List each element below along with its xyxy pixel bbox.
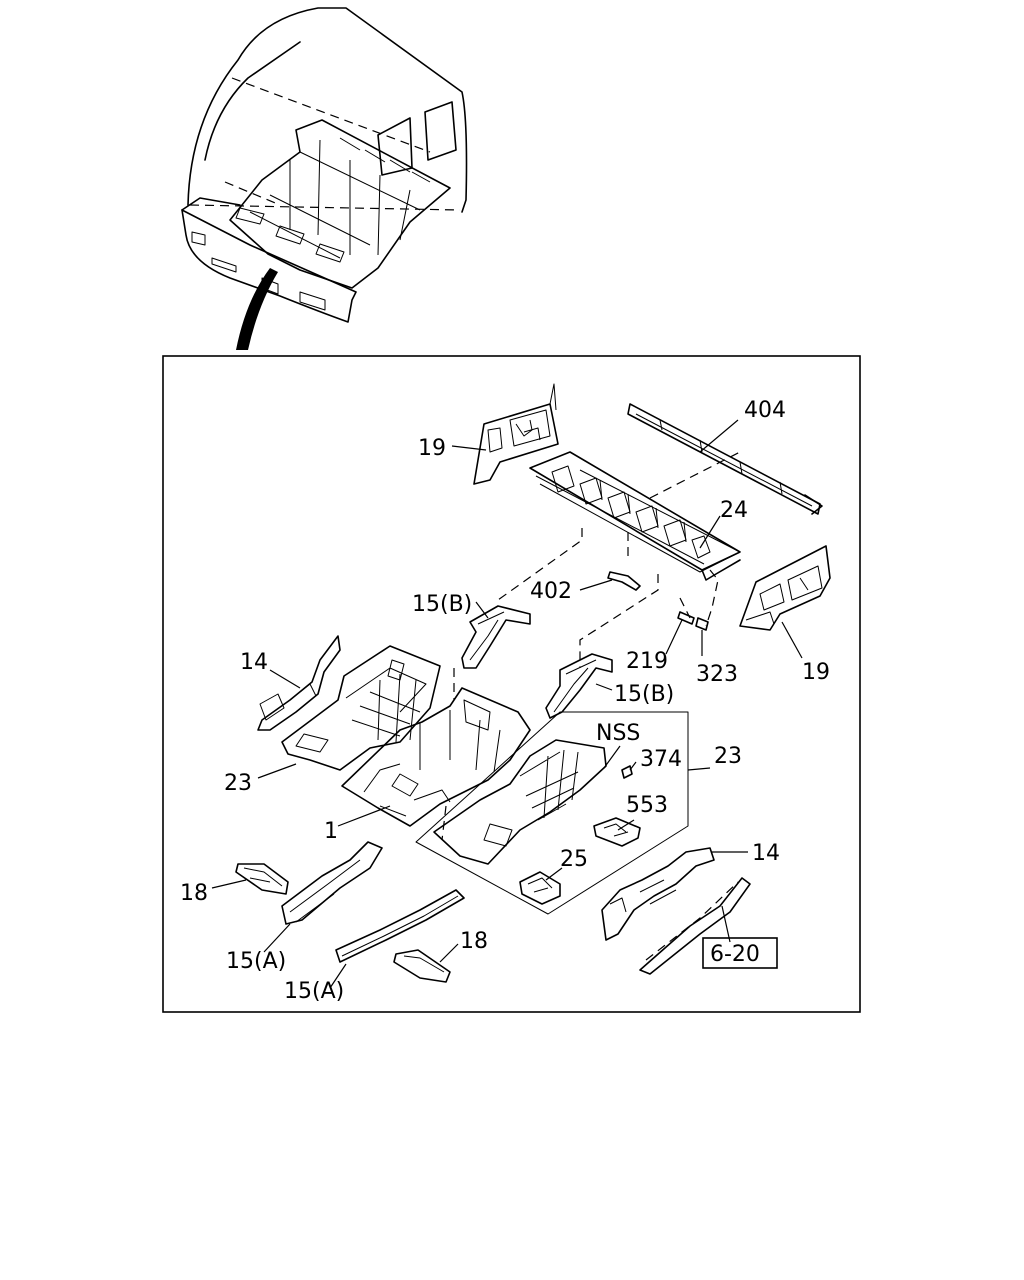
part-19-right xyxy=(739,545,831,631)
callout-19-right: 19 xyxy=(802,660,830,685)
callout-553: 553 xyxy=(626,793,668,818)
sub-frame xyxy=(415,711,689,915)
callout-24: 24 xyxy=(720,498,748,523)
callout-374: 374 xyxy=(640,747,682,772)
reference-box xyxy=(702,937,778,969)
cab-overview xyxy=(181,7,468,350)
callout-labels: 404 19 24 402 15(B) 14 219 323 19 15(B) … xyxy=(180,398,830,1004)
assembly-lines xyxy=(441,451,741,841)
part-18-bottom xyxy=(393,949,451,983)
part-24 xyxy=(529,451,741,581)
callout-14-right: 14 xyxy=(752,841,780,866)
callout-323: 323 xyxy=(696,662,738,687)
callout-23-left: 23 xyxy=(224,771,252,796)
part-374 xyxy=(621,765,633,779)
callout-19-top: 19 xyxy=(418,436,446,461)
callout-15b-left: 15(B) xyxy=(412,592,472,617)
callout-15a-bottom: 15(A) xyxy=(284,979,344,1004)
callout-18-bottom: 18 xyxy=(460,929,488,954)
part-15b-left xyxy=(461,605,531,669)
part-15b-right xyxy=(545,653,613,719)
part-402 xyxy=(607,571,641,591)
part-15a-bottom xyxy=(335,889,465,963)
callout-1: 1 xyxy=(324,819,338,844)
callout-15b-right: 15(B) xyxy=(614,682,674,707)
callout-25: 25 xyxy=(560,847,588,872)
part-18-left xyxy=(235,863,289,895)
leader-lines xyxy=(211,419,803,989)
callout-219: 219 xyxy=(626,649,668,674)
part-25 xyxy=(519,871,561,905)
part-219 xyxy=(677,611,695,625)
part-553 xyxy=(593,817,641,847)
part-15a-left xyxy=(281,841,383,925)
callout-nss: NSS xyxy=(596,721,640,746)
detail-frame xyxy=(162,355,861,1013)
callout-15a-left: 15(A) xyxy=(226,949,286,974)
part-14-left xyxy=(257,635,341,731)
part-19-top xyxy=(473,383,559,485)
reference-6-20: 6-20 xyxy=(710,942,760,967)
callout-402: 402 xyxy=(530,579,572,604)
frame-rail-6-20 xyxy=(639,877,751,975)
callout-23-right: 23 xyxy=(714,744,742,769)
callout-18-left: 18 xyxy=(180,881,208,906)
callout-14-left: 14 xyxy=(240,650,268,675)
part-1 xyxy=(341,687,531,827)
part-14-right xyxy=(601,847,715,941)
callout-404: 404 xyxy=(744,398,786,423)
part-23-left xyxy=(281,645,441,771)
part-323 xyxy=(695,617,709,656)
